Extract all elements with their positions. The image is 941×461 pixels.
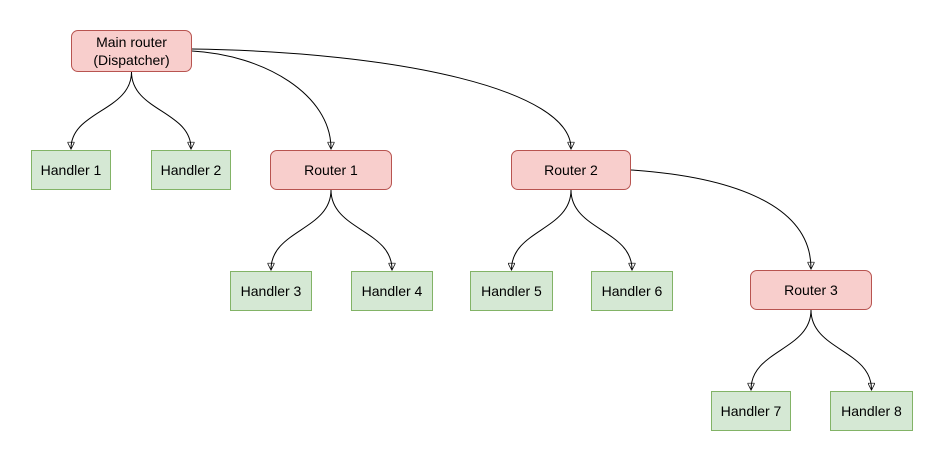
router1-label: Router 1 — [304, 162, 358, 178]
edge-router1-to-handler4 — [330, 189, 392, 270]
node-handler7: Handler 7 — [711, 391, 791, 431]
router3-label: Router 3 — [784, 282, 838, 298]
edge-main-router-to-handler1 — [71, 71, 132, 149]
main-router-label-line1: Main router — [96, 34, 167, 50]
node-handler3: Handler 3 — [230, 271, 312, 311]
handler5-label: Handler 5 — [481, 283, 542, 299]
handler1-label: Handler 1 — [40, 162, 102, 178]
edge-router2-to-router3 — [630, 169, 811, 269]
handler8-label: Handler 8 — [841, 403, 902, 419]
edge-router2-to-handler5 — [512, 189, 572, 270]
handler2-label: Handler 2 — [160, 162, 222, 178]
edge-router3-to-handler8 — [810, 309, 872, 390]
node-main-router: Main router (Dispatcher) — [71, 30, 192, 72]
edge-router1-to-handler3 — [271, 189, 332, 270]
edge-router3-to-handler7 — [751, 309, 812, 390]
edge-main-router-to-handler2 — [131, 71, 192, 149]
handler6-label: Handler 6 — [601, 283, 663, 299]
node-router1: Router 1 — [270, 150, 392, 190]
handler3-label: Handler 3 — [240, 283, 302, 299]
node-handler1: Handler 1 — [31, 150, 111, 190]
main-router-label-line2: (Dispatcher) — [93, 52, 170, 68]
edge-router2-to-handler6 — [570, 189, 632, 270]
node-handler8: Handler 8 — [830, 391, 913, 431]
handler4-label: Handler 4 — [361, 283, 423, 299]
node-router2: Router 2 — [511, 150, 631, 190]
node-handler2: Handler 2 — [151, 150, 231, 190]
node-handler5: Handler 5 — [470, 271, 553, 311]
edge-main-router-to-router2 — [191, 48, 571, 149]
node-handler4: Handler 4 — [351, 271, 433, 311]
edge-main-router-to-router1 — [191, 50, 331, 149]
node-router3: Router 3 — [750, 270, 872, 310]
handler7-label: Handler 7 — [720, 403, 782, 419]
node-handler6: Handler 6 — [591, 271, 673, 311]
router2-label: Router 2 — [544, 162, 598, 178]
